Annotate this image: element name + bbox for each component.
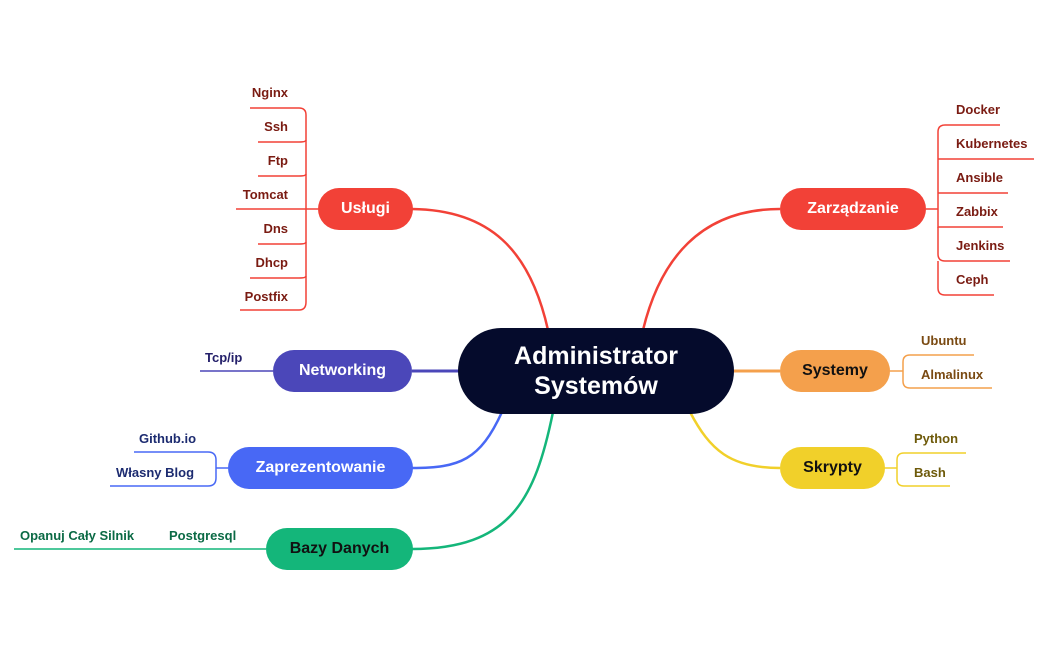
connector-skrypty — [688, 411, 781, 470]
leaf-python[interactable]: Python — [914, 431, 959, 446]
central-topic-line2: Systemów — [534, 372, 658, 400]
leaf-zabbix[interactable]: Zabbix — [956, 204, 998, 219]
leaf-postgresql[interactable]: Postgresql — [169, 528, 237, 543]
leaf-tcp-ip[interactable]: Tcp/ip — [205, 350, 243, 365]
leaf-almalinux[interactable]: Almalinux — [921, 367, 984, 382]
leaf-ssh[interactable]: Ssh — [264, 119, 288, 134]
leaf-postfix[interactable]: Postfix — [244, 289, 288, 304]
leaf-ceph[interactable]: Ceph — [956, 272, 989, 287]
branch-bazy-danych[interactable]: Bazy Danych — [266, 528, 413, 570]
leaf-dns[interactable]: Dns — [263, 221, 288, 236]
branch-zaprezentowanie[interactable]: Zaprezentowanie — [228, 447, 413, 489]
central-topic[interactable]: Administrator Systemów — [458, 328, 734, 414]
central-topic-line1: Administrator — [514, 342, 678, 370]
branch-zarzadzanie[interactable]: Zarządzanie — [780, 188, 926, 230]
branch-skrypty[interactable]: Skrypty — [780, 447, 885, 489]
branch-networking[interactable]: Networking — [273, 350, 412, 392]
leaf-docker[interactable]: Docker — [956, 102, 1001, 117]
leaf-ubuntu[interactable]: Ubuntu — [921, 333, 967, 348]
connector-uslugi — [411, 207, 550, 331]
leaf-dhcp[interactable]: Dhcp — [255, 255, 289, 270]
leaf-bash[interactable]: Bash — [914, 465, 946, 480]
branch-uslugi[interactable]: Usługi — [318, 188, 413, 230]
leaf-opanuj-caly-silnik[interactable]: Opanuj Cały Silnik — [20, 528, 135, 543]
uslugi-leaf-lines — [236, 107, 318, 311]
leaf-kubernetes[interactable]: Kubernetes — [956, 136, 1028, 151]
leaf-ftp[interactable]: Ftp — [267, 153, 288, 168]
connector-bazy — [411, 411, 555, 551]
leaf-nginx[interactable]: Nginx — [251, 85, 288, 100]
zaprezentowanie-leaf-lines — [110, 451, 228, 487]
leaf-tomcat[interactable]: Tomcat — [242, 187, 288, 202]
leaf-ansible[interactable]: Ansible — [956, 170, 1003, 185]
zarzadzanie-leaf-lines — [926, 124, 1034, 296]
systemy-leaf-lines — [890, 354, 992, 389]
connector-zaprezentowanie — [411, 411, 504, 470]
branch-systemy[interactable]: Systemy — [780, 350, 890, 392]
skrypty-leaf-lines — [884, 452, 966, 487]
leaf-github-io[interactable]: Github.io — [139, 431, 197, 446]
connector-zarzadzanie — [641, 207, 781, 331]
leaf-wlasny-blog[interactable]: Własny Blog — [116, 465, 195, 480]
leaf-jenkins[interactable]: Jenkins — [956, 238, 1005, 253]
